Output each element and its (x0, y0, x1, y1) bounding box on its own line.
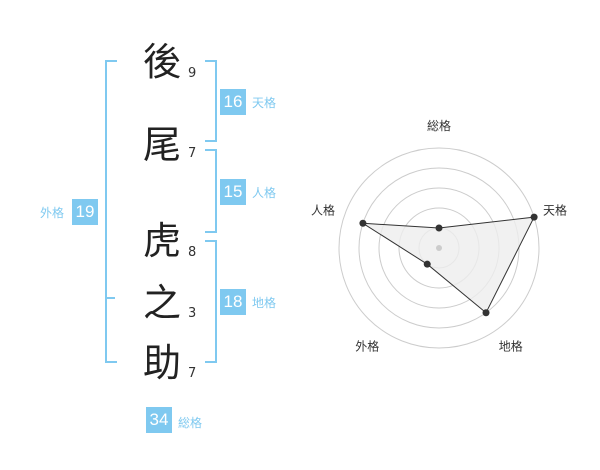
tenkaku-label: 天格 (252, 96, 277, 110)
radar-center-dot (436, 245, 442, 251)
radar-point-1 (435, 224, 443, 232)
jinkaku-label: 人格 (252, 186, 277, 200)
radar-point-3 (482, 309, 490, 317)
radar-point-2 (530, 213, 538, 221)
tenkaku-bracket (205, 60, 217, 142)
radar-point-5 (359, 219, 367, 227)
outer-bracket (105, 60, 117, 363)
radar-axis-label-5: 人格 (311, 202, 335, 217)
stroke-count-5: 7 (188, 366, 197, 381)
stroke-count-4: 3 (188, 306, 197, 321)
name-char-1: 後 (142, 40, 181, 84)
radar-axis-label-3: 地格 (499, 339, 523, 354)
name-char-2: 尾 (142, 123, 181, 167)
name-char-3: 虎 (142, 219, 181, 263)
name-char-4: 之 (142, 281, 181, 325)
radar-point-4 (423, 260, 431, 268)
radar-data-polygon (362, 216, 535, 314)
outer-bracket-divider (105, 297, 115, 299)
stroke-count-2: 7 (188, 146, 197, 161)
radar-axis-label-2: 天格 (543, 202, 567, 217)
chikaku-label: 地格 (252, 296, 277, 310)
chikaku-bracket (205, 240, 217, 363)
tenkaku-value: 16 (220, 89, 246, 115)
soukaku-value: 34 (146, 407, 172, 433)
radar-axis-label-4: 外格 (355, 339, 379, 354)
stroke-count-3: 8 (188, 245, 197, 260)
name-char-5: 助 (142, 341, 181, 385)
gaikaku-value: 19 (72, 199, 98, 225)
stroke-count-1: 9 (188, 66, 197, 81)
soukaku-label: 総格 (178, 416, 203, 430)
jinkaku-value: 15 (220, 179, 246, 205)
chikaku-value: 18 (220, 289, 246, 315)
radar-ring-5 (338, 147, 540, 349)
gaikaku-label: 外格 (40, 206, 65, 220)
jinkaku-bracket (205, 149, 217, 233)
radar-axis-label-1: 総格 (427, 118, 451, 133)
